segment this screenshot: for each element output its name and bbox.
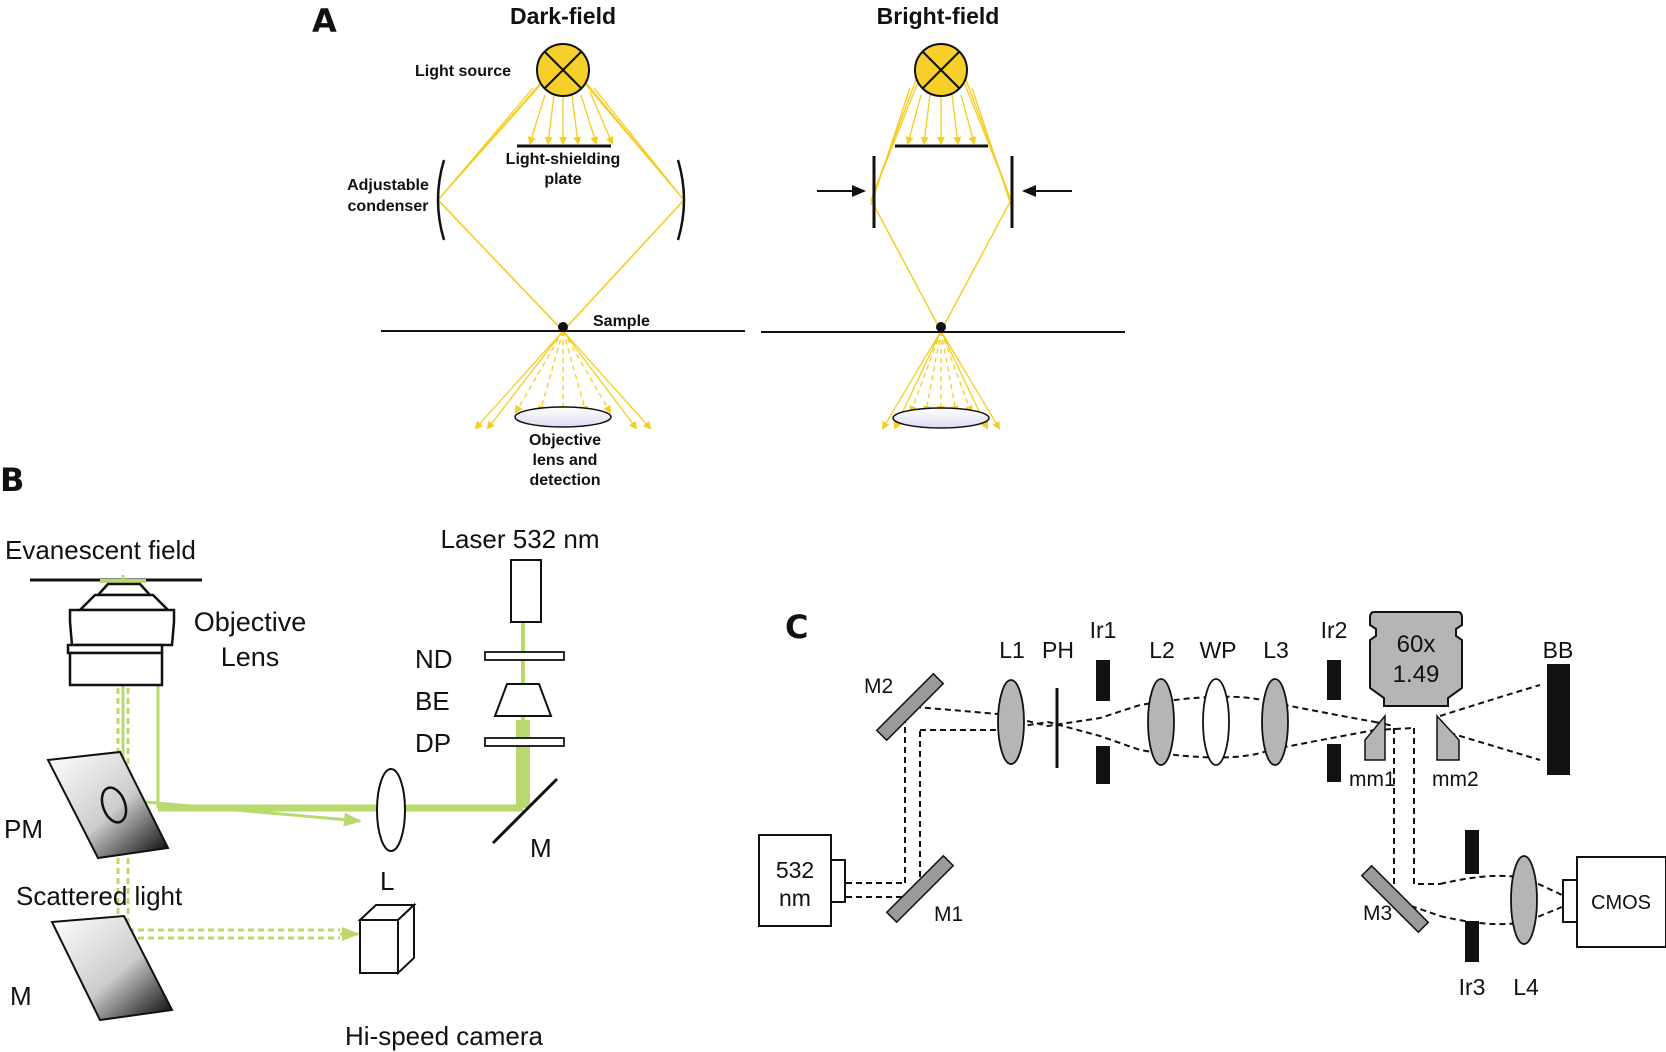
objective-label-2: Lens bbox=[221, 642, 280, 672]
dark-field-title: Dark-field bbox=[510, 3, 616, 29]
cmos-aperture bbox=[1562, 879, 1578, 923]
partial-mirror-hole bbox=[100, 786, 128, 824]
shield-label-2: plate bbox=[544, 171, 581, 188]
light-source-label: Light source bbox=[415, 63, 511, 80]
laser-label-2: nm bbox=[779, 885, 811, 911]
beam-block-bb bbox=[1547, 664, 1570, 775]
lens-l3 bbox=[1261, 678, 1289, 766]
ph-label: PH bbox=[1042, 637, 1074, 663]
lens-l1 bbox=[997, 679, 1025, 765]
l2-label: L2 bbox=[1149, 637, 1175, 663]
panel-c: C 532 nm M1 M2 bbox=[758, 608, 1666, 1000]
l1-label: L1 bbox=[999, 637, 1025, 663]
camera-label: Hi-speed camera bbox=[345, 1021, 544, 1051]
bright-field-dashed-rays bbox=[909, 330, 973, 414]
objective-60x-icon bbox=[1369, 611, 1463, 707]
shield-label-1: Light-shielding bbox=[506, 151, 621, 168]
iris-ir3-bottom bbox=[1465, 921, 1479, 962]
lens-l2 bbox=[1147, 678, 1175, 766]
beam-mirror bbox=[491, 777, 559, 845]
bright-sample-dot bbox=[936, 322, 946, 332]
objective-label-1: 60x bbox=[1397, 631, 1436, 658]
cmos-camera bbox=[1576, 856, 1666, 948]
mirror-m2 bbox=[875, 672, 945, 742]
sample-label: Sample bbox=[593, 313, 650, 330]
camera-icon bbox=[357, 902, 417, 976]
iris-ir1-top bbox=[1096, 660, 1110, 701]
dark-field-dashed-rays bbox=[514, 330, 612, 414]
bottom-mirror-label: M bbox=[10, 981, 32, 1011]
partial-mirror-icon bbox=[46, 750, 170, 860]
scattered-label: Scattered light bbox=[16, 881, 183, 911]
iris-ir2-bottom bbox=[1327, 744, 1341, 782]
dark-sample-dot bbox=[558, 322, 568, 332]
ir1-label: Ir1 bbox=[1090, 617, 1117, 643]
condenser-label-2: condenser bbox=[348, 198, 429, 215]
ir2-label: Ir2 bbox=[1321, 617, 1348, 643]
ir3-label: Ir3 bbox=[1459, 974, 1486, 1000]
be-label: BE bbox=[415, 686, 450, 716]
lens-l bbox=[376, 768, 406, 852]
objective-lens-icon bbox=[66, 582, 176, 687]
beam-paths bbox=[836, 684, 1563, 926]
objective-label-1: Objective bbox=[194, 607, 307, 637]
m3-label: M3 bbox=[1363, 902, 1392, 925]
bright-field-title: Bright-field bbox=[877, 3, 1000, 29]
lens-l4 bbox=[1510, 855, 1538, 945]
waveplate-wp bbox=[1202, 678, 1230, 766]
mm2-label: mm2 bbox=[1432, 768, 1479, 791]
bottom-mirror-icon bbox=[50, 914, 174, 1022]
micromirror-mm1 bbox=[1364, 713, 1386, 761]
dp-plate bbox=[484, 737, 565, 747]
dark-objective-lens bbox=[514, 406, 612, 428]
iris-ir1-bottom bbox=[1096, 746, 1110, 784]
micromirror-mm2 bbox=[1436, 714, 1460, 761]
beam-expander bbox=[493, 683, 553, 717]
left-condenser-icon bbox=[436, 159, 446, 241]
iris-ir2-top bbox=[1327, 660, 1341, 700]
panel-b: B Evanescent field Objecti bbox=[0, 461, 599, 1051]
mirror-m1 bbox=[885, 854, 955, 924]
lens-label: L bbox=[380, 866, 394, 896]
laser-aperture bbox=[830, 859, 846, 903]
panel-b-letter: B bbox=[0, 461, 24, 499]
objective-label-2: 1.49 bbox=[1393, 661, 1440, 688]
mm1-label: mm1 bbox=[1349, 768, 1396, 791]
bb-label: BB bbox=[1543, 637, 1574, 663]
m1-label: M1 bbox=[934, 903, 963, 926]
l4-label: L4 bbox=[1513, 974, 1539, 1000]
bright-field-rays bbox=[870, 71, 1012, 430]
bright-light-source-icon bbox=[914, 43, 968, 97]
mirror-label: M bbox=[530, 833, 552, 863]
evanescent-label: Evanescent field bbox=[5, 535, 196, 565]
panel-c-letter: C bbox=[785, 608, 808, 646]
bright-objective-lens bbox=[892, 407, 990, 429]
wp-label: WP bbox=[1199, 637, 1236, 663]
dp-label: DP bbox=[415, 728, 451, 758]
pm-label: PM bbox=[4, 814, 43, 844]
dark-field-rays bbox=[437, 71, 685, 430]
l3-label: L3 bbox=[1263, 637, 1289, 663]
laser-532-box bbox=[510, 559, 542, 623]
m2-label: M2 bbox=[864, 675, 893, 698]
condenser-label-1: Adjustable bbox=[347, 177, 429, 194]
dark-light-source-icon bbox=[536, 43, 590, 97]
iris-ir3-top bbox=[1465, 830, 1479, 874]
cmos-label: CMOS bbox=[1591, 892, 1651, 914]
laser-label: Laser 532 nm bbox=[441, 524, 600, 554]
nd-filter bbox=[484, 651, 565, 661]
objective-label-1: Objective bbox=[529, 432, 601, 449]
laser-label-1: 532 bbox=[776, 857, 814, 883]
nd-label: ND bbox=[415, 644, 453, 674]
panel-a-letter: A bbox=[312, 2, 337, 40]
objective-label-2: lens and bbox=[533, 452, 598, 469]
panel-a: A Dark-field Bright-field bbox=[312, 2, 1125, 489]
right-condenser-icon bbox=[676, 159, 686, 241]
objective-label-3: detection bbox=[529, 472, 600, 489]
mirror-m3 bbox=[1360, 864, 1430, 934]
